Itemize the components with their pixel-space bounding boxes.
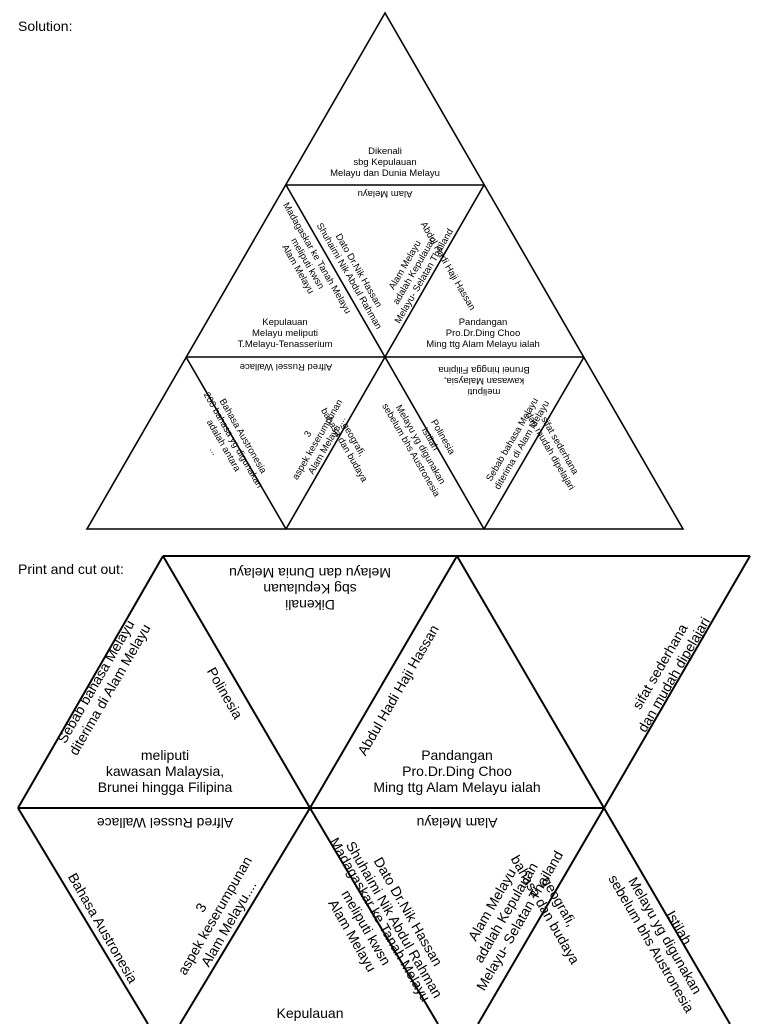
cutout-label-istilah: Istilah Melayu yg digunakan sebelum bhs … [605,872,705,1016]
cutout-label-abdul-hadi: Abdul Hadi Haji Hassan [354,622,442,758]
svg-text:Kepulauan: Kepulauan [262,317,307,328]
svg-text:Dikenali: Dikenali [285,597,335,613]
svg-text:Pandangan: Pandangan [421,747,493,763]
cutout-label-alfred: Alfred Russel Wallace [97,815,234,831]
cutout-label-sifat: sifat sederhana dan mudah dipelajari [629,614,713,735]
svg-text:meliputi: meliputi [468,386,501,397]
cutout-label-alam-melayu: Alam Melayu [417,815,498,831]
solution-inner-line-c [185,356,287,530]
cutout-edge-10 [603,807,731,1024]
cutout-label-polinesia: Polinesia [204,664,246,721]
svg-text:...: ... [207,445,220,457]
svg-text:T.Melayu-Tenasserium: T.Melayu-Tenasserium [237,339,332,350]
svg-text:kawasan Malaysia,: kawasan Malaysia, [106,763,224,779]
svg-text:sbg Kepulauan: sbg Kepulauan [353,157,416,168]
svg-text:Polinesia: Polinesia [204,664,246,721]
svg-text:sbg Kepulauan: sbg Kepulauan [263,581,356,597]
solution-label-meliputi: meliputi kawasan Malaysia, Brunei hingga… [438,364,530,397]
cutout-edge-5 [603,555,751,809]
svg-text:Alam Melayu: Alam Melayu [417,815,498,831]
svg-text:Pro.Dr.Ding Choo: Pro.Dr.Ding Choo [402,763,512,779]
cutout-edge-4 [456,555,605,809]
svg-text:200 bahasa yg digunakan: 200 bahasa yg digunakan [201,390,265,490]
solution-label-pandangan: Pandangan Pro.Dr.Ding Choo Ming ttg Alam… [426,317,540,350]
svg-text:Pro.Dr.Ding Choo: Pro.Dr.Ding Choo [446,328,520,339]
solution-triangle [85,11,685,530]
cutout-edge-9 [477,807,605,1024]
cutout-edge-3 [309,555,458,809]
solution-label-sifat: sifat sederhana dan mudah dipelajari [523,410,581,492]
cutout-label-dikenali: Dikenali sbg Kepulauan Melayu dan Dunia … [229,565,391,613]
svg-text:Ming ttg Alam Melayu ialah: Ming ttg Alam Melayu ialah [373,779,540,795]
cutout-edge-1 [17,555,164,809]
svg-text:Melayu dan Dunia Melayu: Melayu dan Dunia Melayu [229,565,391,581]
solution-inner-line-b [285,184,485,530]
svg-text:Dikenali: Dikenali [368,146,402,157]
cutout-label-meliputi: meliputi kawasan Malaysia, Brunei hingga… [98,747,233,795]
svg-text:Brunei hingga Filipina: Brunei hingga Filipina [98,779,233,795]
cutout-edge-7 [179,807,311,1024]
svg-text:Melayu dan Dunia Melayu: Melayu dan Dunia Melayu [330,168,440,179]
svg-text:Ming ttg Alam Melayu ialah: Ming ttg Alam Melayu ialah [426,339,540,350]
svg-text:3: 3 [302,429,314,439]
svg-text:Alfred Russel Wallace: Alfred Russel Wallace [240,361,333,372]
solution-heading: Solution: [18,18,72,34]
solution-label-alfred: Alfred Russel Wallace [240,361,333,372]
cutout-edge-6 [17,807,149,1024]
cutout-edge-8 [309,807,439,1024]
solution-label-dikenali: Dikenali sbg Kepulauan Melayu dan Dunia … [330,146,440,179]
cutout-label-sebab: Sebab bahasa Melayu diterima di Alam Mel… [54,617,154,758]
svg-text:meliputi: meliputi [141,747,189,763]
svg-text:kawasan Malaysia,: kawasan Malaysia, [444,375,524,386]
cutout-label-kepulauan: Kepulauan [277,1005,344,1021]
svg-text:Abdul Hadi Haji Hassan: Abdul Hadi Haji Hassan [354,622,442,758]
solution-label-alam-melayu-adalah: Alam Melayu adalah Kepulauan Melayu- Sel… [387,227,456,326]
cutout-edge-2 [162,555,311,809]
svg-text:Melayu meliputi: Melayu meliputi [252,328,318,339]
svg-text:Alfred Russel Wallace: Alfred Russel Wallace [97,815,234,831]
solution-outline [85,11,685,530]
svg-text:Alam Melayu: Alam Melayu [358,188,413,199]
solution-label-alam-melayu: Alam Melayu [358,188,413,199]
svg-text:Kepulauan: Kepulauan [277,1005,344,1021]
cutout-label-pandangan: Pandangan Pro.Dr.Ding Choo Ming ttg Alam… [373,747,540,795]
svg-text:Bahasa Austronesia: Bahasa Austronesia [65,870,141,986]
cutout-pieces [17,555,751,1024]
svg-text:Pandangan: Pandangan [459,317,508,328]
svg-text:Brunei hingga Filipina: Brunei hingga Filipina [438,364,530,375]
solution-inner-line-d [483,356,585,530]
cutout-label-bahasa-austronesia: Bahasa Austronesia [65,870,141,986]
print-cut-out-heading: Print and cut out: [18,561,124,577]
solution-label-kepulauan: Kepulauan Melayu meliputi T.Melayu-Tenas… [237,317,332,350]
